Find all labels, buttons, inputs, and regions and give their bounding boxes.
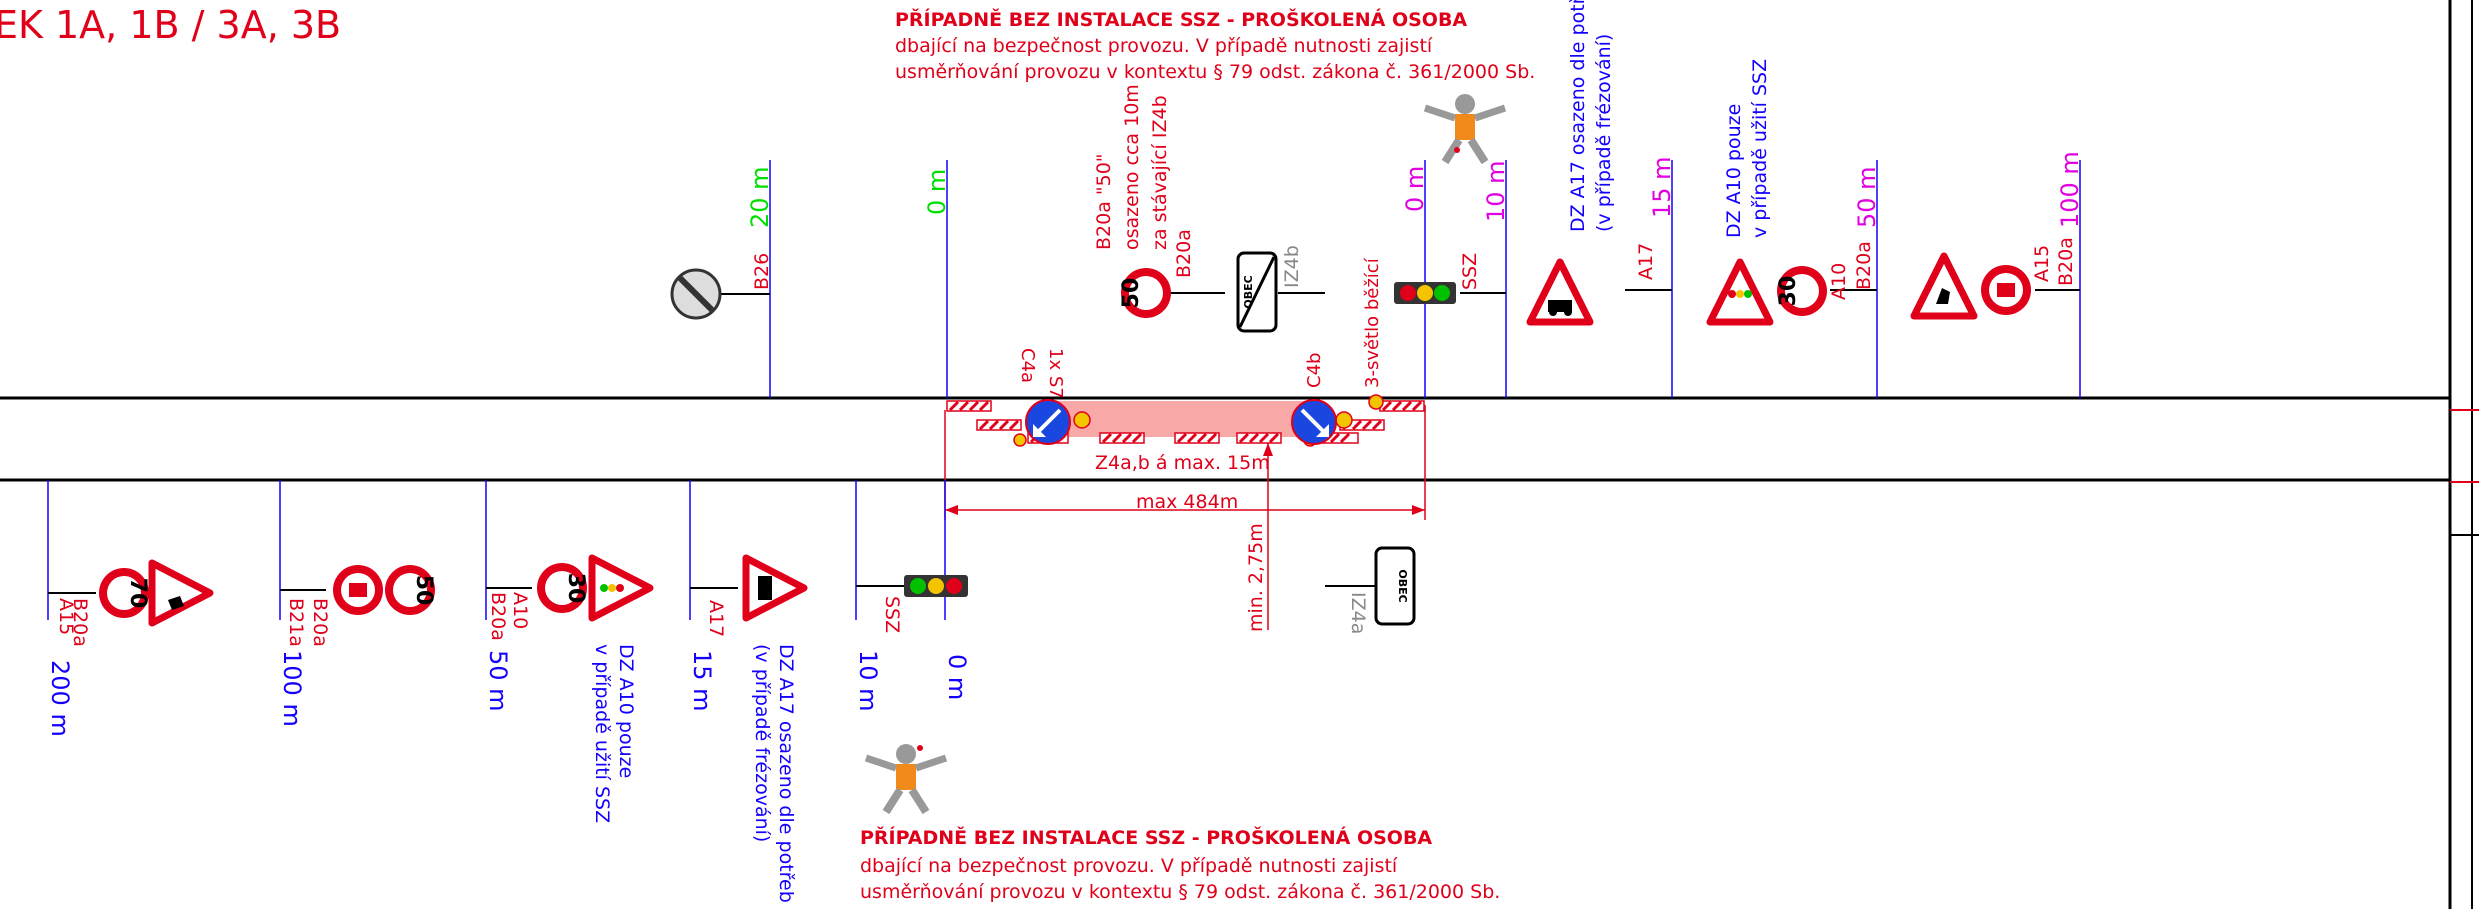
a17-upper-sign-icon xyxy=(1526,258,1594,326)
a10-lower-label: A10 xyxy=(509,592,531,629)
b20a-upper-label3: B20a xyxy=(2055,237,2077,286)
flagman-bottom-icon xyxy=(864,744,948,815)
dist-50-label: 50 m xyxy=(1853,166,1881,228)
dist-100-label: 100 m xyxy=(2056,151,2084,228)
a15-lower-label: A15 xyxy=(55,598,77,635)
top-note-line1: PŘÍPADNĚ BEZ INSTALACE SSZ - PROŠKOLENÁ … xyxy=(895,7,1467,31)
flagman-top-icon xyxy=(1423,94,1507,165)
a17-note-line1: DZ A17 osazeno dle potř xyxy=(1567,0,1589,232)
speed-50-lower-text: 50 xyxy=(411,575,436,606)
dist-20-label: 20 m xyxy=(746,166,774,228)
a17-lower-label: A17 xyxy=(705,600,727,637)
c4b-sign-icon xyxy=(1291,399,1337,445)
s7-label: 1x S7 xyxy=(1045,348,1066,399)
b20a-speed50-lower-icon: 50 xyxy=(385,565,436,615)
b20a-upper-sign3-icon xyxy=(1981,265,2031,315)
speed-30-lower-text: 30 xyxy=(563,573,588,604)
a10-note-line1: DZ A10 pouze xyxy=(1723,104,1745,238)
a10-lower-sign-icon xyxy=(588,554,654,622)
three-light-label: 3-světlo běžící xyxy=(1362,257,1383,388)
top-note: PŘÍPADNĚ BEZ INSTALACE SSZ - PROŠKOLENÁ … xyxy=(895,7,1535,83)
dist-0-lower-label: 0 m xyxy=(943,654,971,700)
iz4a-sign-icon: OBEC xyxy=(1374,546,1416,626)
top-note-line3: usměrňování provozu v kontextu § 79 odst… xyxy=(895,61,1535,83)
b20a-lower-label3: B20a xyxy=(487,592,509,641)
a10-lower-note2: v případě užití SSZ xyxy=(591,644,613,823)
a15-lower-sign-icon xyxy=(148,559,214,627)
scheme-title: EK 1A, 1B / 3A, 3B xyxy=(0,3,341,47)
a15-upper-label: A15 xyxy=(2031,245,2053,282)
a17-lower-sign-icon xyxy=(742,554,808,622)
speed-30-upper-text: 30 xyxy=(1776,276,1801,307)
speed-70-text: 70 xyxy=(125,578,150,609)
a10-upper-sign-icon xyxy=(1706,258,1774,326)
min-label: min. 2,75m xyxy=(1245,523,1267,632)
iz4a-obec-text: OBEC xyxy=(1396,569,1409,602)
ssz-upper-label: SSZ xyxy=(1459,253,1481,290)
bottom-note-line2: dbající na bezpečnost provozu. V případě… xyxy=(860,855,1398,877)
bottom-note: PŘÍPADNĚ BEZ INSTALACE SSZ - PROŠKOLENÁ … xyxy=(860,825,1500,903)
c4b-label: C4b xyxy=(1304,353,1325,388)
z4-label: Z4a,b á max. 15m xyxy=(1095,452,1270,474)
b20a-upper-label2: B20a xyxy=(1853,241,1875,290)
iz4a-label: IZ4a xyxy=(1347,592,1369,634)
b26-sign-icon xyxy=(670,268,722,320)
c4a-sign-icon xyxy=(1025,399,1071,445)
b20a-label: B20a xyxy=(1173,229,1195,278)
bottom-note-line1: PŘÍPADNĚ BEZ INSTALACE SSZ - PROŠKOLENÁ … xyxy=(860,825,1432,849)
b21a-lower-label: B21a xyxy=(285,598,307,647)
dist-0-green-label: 0 m xyxy=(923,169,951,215)
b26-label: B26 xyxy=(751,253,773,290)
b20a-speed30-upper-icon: 30 xyxy=(1776,266,1827,316)
b20a-lower-label: B20a xyxy=(69,598,91,647)
dist-200-label: 200 m xyxy=(46,660,74,737)
a17-note-line2: (v případě frézování) xyxy=(1593,34,1615,232)
a10-note-line2: v případě užití SSZ xyxy=(1749,59,1771,238)
dist-15-lower-label: 15 m xyxy=(688,650,716,712)
speed-50-text: 50 xyxy=(1119,278,1144,309)
max-label: max 484m xyxy=(1136,491,1238,513)
a15-upper-sign-icon xyxy=(1910,252,1978,320)
b20a-lower-label2: B20a xyxy=(309,598,331,647)
work-zone: C4a 1x S7 C4b 3-světlo běžící xyxy=(946,257,1425,447)
c4a-label: C4a xyxy=(1017,348,1038,383)
b20a-note-line3: za stávající IZ4b xyxy=(1149,95,1171,250)
a17-lower-note1: DZ A17 osazeno dle potřeb xyxy=(775,644,797,903)
b20a-speed70-icon: 70 xyxy=(99,568,150,618)
ssz-lower-label: SSZ xyxy=(881,596,903,633)
dist-15-label: 15 m xyxy=(1648,156,1676,218)
b20a-speed30-lower-icon: 30 xyxy=(537,563,588,613)
dist-100-lower-label: 100 m xyxy=(278,650,306,727)
a10-lower-note1: DZ A10 pouze xyxy=(615,644,637,778)
iz4b-obec-text: OBEC xyxy=(1242,275,1255,308)
a17-upper-label: A17 xyxy=(1635,243,1657,280)
iz4b-label: IZ4b xyxy=(1281,245,1303,288)
ssz-lower-icon xyxy=(904,575,968,597)
dist-10-lower-label: 10 m xyxy=(854,650,882,712)
iz4b-sign-icon: OBEC xyxy=(1236,251,1278,333)
b20a-speed50-sign-icon: 50 xyxy=(1119,268,1171,318)
dist-50-lower-label: 50 m xyxy=(484,650,512,712)
ssz-upper-icon xyxy=(1394,282,1456,304)
b20a-note-line1: B20a "50" xyxy=(1093,153,1115,250)
bottom-note-line3: usměrňování provozu v kontextu § 79 odst… xyxy=(860,881,1500,903)
barriers xyxy=(946,400,1425,444)
a10-upper-label: A10 xyxy=(1828,263,1850,300)
b20a-note-line2: osazeno cca 10m xyxy=(1121,84,1143,250)
a17-lower-note2: (v případě frézování) xyxy=(751,644,773,842)
closed-area xyxy=(1050,401,1310,437)
dist-0-mag-label: 0 m xyxy=(1401,166,1429,212)
top-note-line2: dbající na bezpečnost provozu. V případě… xyxy=(895,35,1433,57)
dist-10-label: 10 m xyxy=(1482,160,1510,222)
b21a-sign-icon xyxy=(333,565,383,615)
